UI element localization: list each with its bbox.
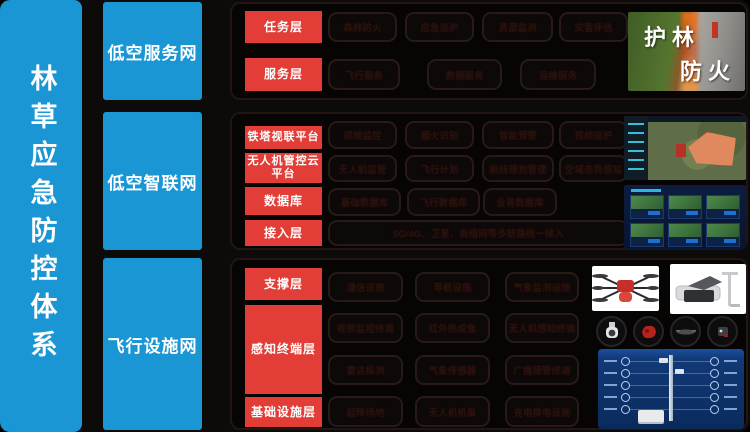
task-item: 森林防火	[328, 12, 397, 42]
tower-network-diagram	[598, 349, 744, 429]
perception-item: 视频监控终端	[328, 313, 403, 343]
network-node-icon	[710, 357, 719, 366]
platform-item: 智能预警	[482, 121, 554, 149]
tower-pole	[669, 355, 673, 421]
perception-item: 气象传感器	[415, 355, 490, 385]
tier-tag-perception-terminal-layer: 感知终端层	[245, 305, 322, 394]
video-wall-dashboard-screenshot	[624, 185, 746, 249]
network-node-icon	[710, 405, 719, 414]
system-title: 林草应急防控体系	[26, 64, 57, 368]
platform-item: 视频巡护	[559, 121, 628, 149]
tower-antenna	[659, 358, 668, 363]
task-item: 应急巡护	[405, 12, 474, 42]
section-label-flight-facility-network: 飞行设施网	[103, 258, 202, 430]
task-item: 资源监测	[482, 12, 553, 42]
map-fire-zone-polygon	[688, 132, 736, 166]
forest-fire-prevention-photo: 护林 防火	[628, 12, 745, 91]
network-node-icon	[710, 393, 719, 402]
perception-item: 无人机感知终端	[505, 313, 579, 343]
network-node-icon	[710, 381, 719, 390]
map-sidebar	[624, 116, 648, 180]
perception-item: 雷达探测	[328, 355, 403, 385]
tier-tag-infrastructure-layer: 基础设施层	[245, 397, 322, 427]
mini-drone-icon	[670, 316, 701, 347]
service-item: 运维服务	[520, 59, 596, 90]
photo-caption-bottom: 防火	[680, 59, 737, 84]
map-marker	[676, 144, 686, 157]
tier-tag-task-layer: 任务层	[245, 11, 322, 43]
drone-nest	[638, 410, 664, 422]
section-label-low-altitude-intelligent-network: 低空智联网	[103, 112, 202, 250]
dashboard-header-bar	[631, 189, 661, 192]
tier-tag-uav-cloud-platform: 无人机管控云平台	[245, 153, 322, 183]
infrastructure-item: 无人机机巢	[415, 396, 490, 427]
red-payload-icon	[633, 316, 664, 347]
cloud-item: 空域态势感知	[559, 155, 628, 182]
database-item: 基础数据库	[328, 188, 401, 216]
support-item: 气象监测设施	[505, 272, 579, 302]
service-item: 数据服务	[427, 59, 502, 90]
panel-flight-facility-network: 支撑层 通信设施 导航设施 气象监测设施 感知终端层 视频监控终端 红外热成像 …	[230, 258, 748, 430]
tier-tag-database: 数据库	[245, 187, 322, 215]
service-item: 飞行服务	[328, 59, 400, 90]
network-node-icon	[710, 369, 719, 378]
support-item: 导航设施	[415, 272, 490, 302]
network-node-icon	[621, 357, 630, 366]
sensor-payload-icon	[707, 316, 738, 347]
perception-item: 红外热成像	[415, 313, 490, 343]
tier-tag-access-layer: 接入层	[245, 220, 322, 246]
network-node-icon	[621, 405, 630, 414]
support-item: 通信设施	[328, 272, 403, 302]
tower-antenna	[675, 369, 684, 374]
platform-item: 烟火识别	[405, 121, 474, 149]
database-item: 飞行数据库	[407, 188, 480, 216]
tier-tag-tower-video-platform: 铁塔视联平台	[245, 126, 322, 149]
panel-intelligent-network: 铁塔视联平台 视频监控 烟火识别 智能预警 视频巡护 无人机管控云平台 无人机监…	[230, 112, 748, 250]
section-label-low-altitude-service-network: 低空服务网	[103, 2, 202, 100]
hexacopter-drone-photo	[592, 266, 659, 311]
drone-dock-station-photo	[670, 264, 746, 314]
cloud-item: 航线规划管理	[482, 155, 554, 182]
network-node-icon	[621, 369, 630, 378]
platform-item: 视频监控	[328, 121, 397, 149]
tier-tag-service-layer: 服务层	[245, 58, 322, 91]
access-layer-item: 5G/4G、卫星、自组网等多链路统一接入	[328, 220, 629, 246]
infrastructure-item: 起降场地	[328, 396, 403, 427]
network-node-icon	[621, 393, 630, 402]
infrastructure-item: 充电换电设施	[505, 396, 579, 427]
fire-glow	[681, 12, 699, 91]
red-seal-mark	[712, 22, 718, 38]
network-node-icon	[621, 381, 630, 390]
cloud-item: 无人机监管	[328, 155, 397, 182]
cloud-item: 飞行计划	[405, 155, 474, 182]
uav-map-platform-screenshot	[624, 116, 746, 180]
perception-item: 广播预警终端	[505, 355, 579, 385]
photo-caption-top: 护林	[644, 25, 701, 50]
panel-service-network: 任务层 森林防火 应急巡护 资源监测 灾害评估 服务层 飞行服务 数据服务 运维…	[230, 2, 748, 100]
database-item: 业务数据库	[483, 188, 557, 216]
map-toolbar	[648, 116, 746, 122]
tier-tag-support-layer: 支撑层	[245, 268, 322, 300]
gimbal-camera-icon	[596, 316, 627, 347]
task-item: 灾害评估	[559, 12, 628, 42]
system-title-bar: 林草应急防控体系	[0, 0, 82, 432]
